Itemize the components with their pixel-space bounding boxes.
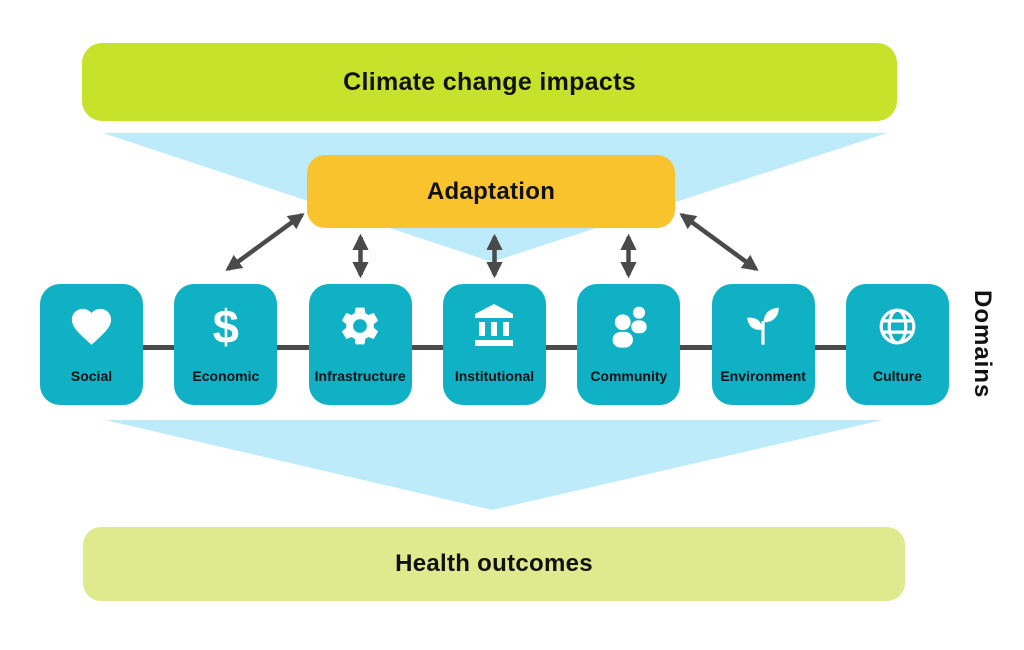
domain-label: Infrastructure xyxy=(314,368,406,384)
domain-box-culture: Culture xyxy=(845,284,949,405)
heart-icon xyxy=(68,297,115,355)
health-outcomes-label: Health outcomes xyxy=(395,550,593,577)
funnel-bottom-shape xyxy=(105,420,883,510)
domain-box-social: Social xyxy=(40,284,143,405)
arrow-adaptation-economic xyxy=(225,213,305,271)
climate-impacts-label: Climate change impacts xyxy=(343,67,636,96)
gear-icon xyxy=(337,297,383,355)
arrow-adaptation-environment xyxy=(679,213,759,271)
domain-box-infrastructure: Infrastructure xyxy=(308,284,412,405)
domain-label: Social xyxy=(70,368,113,384)
domain-row: Social $ Economic Infrastructure Institu… xyxy=(40,284,949,405)
domain-label: Institutional xyxy=(454,368,535,384)
domain-box-economic: $ Economic xyxy=(174,284,278,405)
climate-impacts-banner: Climate change impacts xyxy=(82,43,897,121)
health-outcomes-banner: Health outcomes xyxy=(83,527,905,601)
domain-box-community: Community xyxy=(577,284,681,405)
globe-icon xyxy=(875,297,920,355)
adaptation-label: Adaptation xyxy=(426,177,556,205)
domain-label: Culture xyxy=(872,368,922,384)
seedling-icon xyxy=(739,297,787,355)
dollar-icon: $ xyxy=(212,299,239,353)
people-icon xyxy=(604,297,654,355)
domains-axis-label: Domains xyxy=(969,290,996,399)
domain-box-environment: Environment xyxy=(711,284,815,405)
bank-icon xyxy=(470,297,518,355)
domain-label: Environment xyxy=(720,368,806,384)
adaptation-banner: Adaptation xyxy=(307,155,675,228)
domain-label: Community xyxy=(590,368,668,384)
domain-label: Economic xyxy=(192,368,260,384)
domain-box-institutional: Institutional xyxy=(442,284,546,405)
